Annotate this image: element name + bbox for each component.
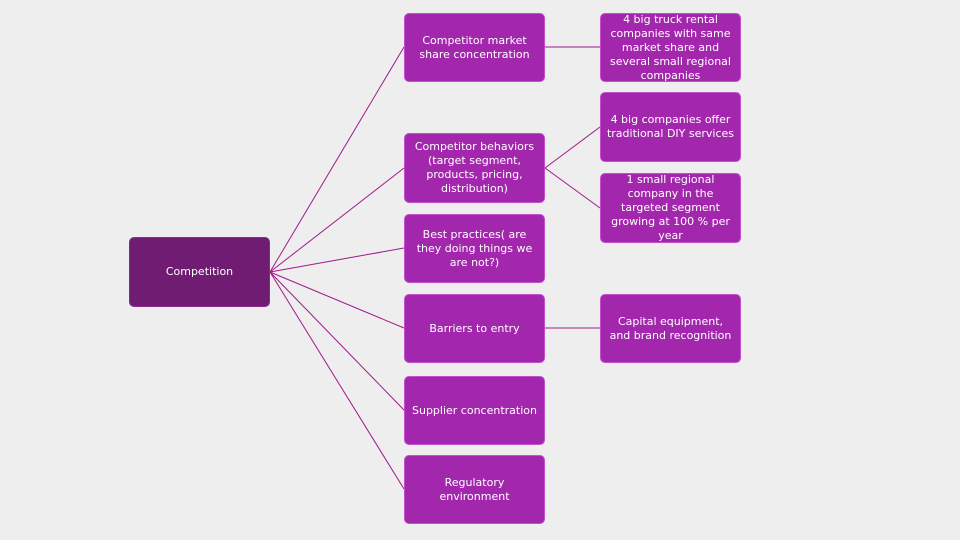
competition-root-node: Competition [129, 237, 270, 307]
truck-rental-companies-node: 4 big truck rental companies with same m… [600, 13, 741, 82]
competitor-behaviors-node: Competitor behaviors (target segment, pr… [404, 133, 545, 203]
diy-services-node: 4 big companies offer traditional DIY se… [600, 92, 741, 162]
connector-root-to-barriers [269, 271, 405, 329]
capital-equipment-label: Capital equipment, and brand recognition [609, 314, 732, 342]
competition-root-label: Competition [165, 265, 234, 278]
best-practices-node: Best practices( are they doing things we… [404, 214, 545, 283]
connector-behaviors-to-diy [544, 126, 601, 169]
supplier-concentration-label: Supplier concentration [411, 403, 537, 417]
diy-services-label: 4 big companies offer traditional DIY se… [606, 113, 735, 140]
market-share-label: Competitor market share concentration [419, 33, 530, 61]
regulatory-environment-node: Regulatory environment [404, 455, 545, 524]
truck-rental-companies-label: 4 big truck rental companies with same m… [610, 12, 731, 82]
connector-root-to-behaviors [269, 167, 405, 273]
best-practices-label: Best practices( are they doing things we… [416, 227, 533, 269]
connector-root-to-regulatory [269, 271, 405, 490]
market-share-node: Competitor market share concentration [404, 13, 545, 82]
connector-root-to-supplier [269, 271, 405, 411]
supplier-concentration-node: Supplier concentration [404, 376, 545, 445]
barriers-to-entry-label: Barriers to entry [429, 321, 520, 335]
competitor-behaviors-label: Competitor behaviors (target segment, pr… [414, 140, 535, 195]
barriers-to-entry-node: Barriers to entry [404, 294, 545, 363]
connector-behaviors-to-regional [544, 167, 601, 209]
connector-root-to-market-share [269, 46, 405, 273]
regional-company-growth-node: 1 small regional company in the targeted… [600, 173, 741, 243]
regulatory-environment-label: Regulatory environment [439, 475, 510, 503]
regional-company-growth-label: 1 small regional company in the targeted… [611, 173, 730, 242]
connector-root-to-best-practices [269, 247, 405, 273]
capital-equipment-node: Capital equipment, and brand recognition [600, 294, 741, 363]
